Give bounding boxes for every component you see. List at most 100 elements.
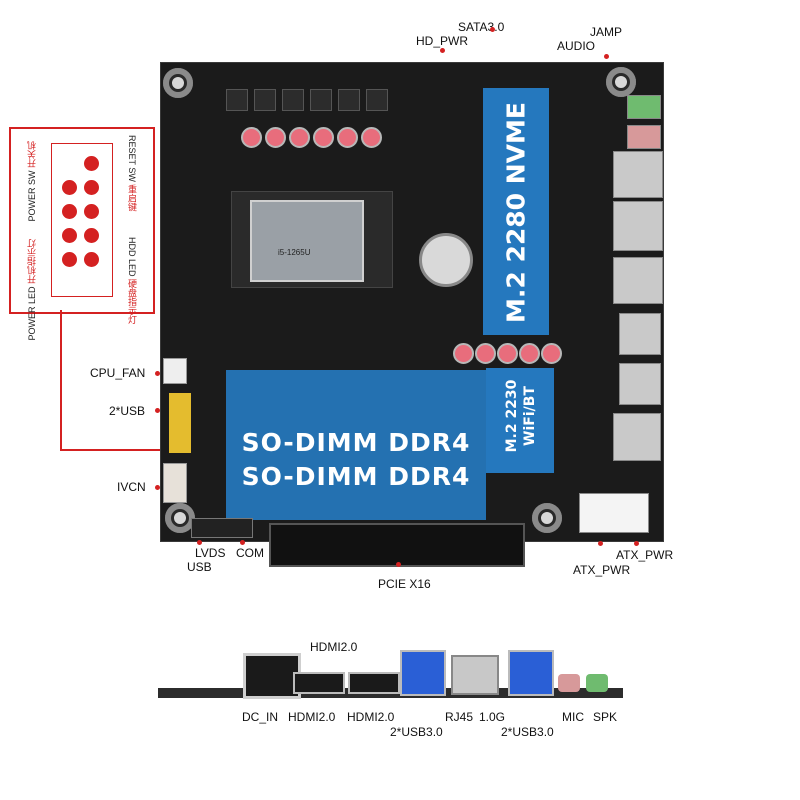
m2-2280-label: M.2 2280 NVME [501,102,531,323]
so-dimm-slots: SO-DIMM DDR4 SO-DIMM DDR4 [226,370,486,520]
panel-leader-v [60,310,62,450]
lvds-usb-com-headers [191,518,253,538]
audio-jack-green [627,95,661,119]
rj45-jack [451,655,499,695]
capacitor [453,343,474,364]
io-rj45-label: RJ45 [445,710,474,724]
leader-dot [634,541,639,546]
hdmi-port-2 [619,363,661,405]
front-panel-pinout: POWER SW 开关机 POWER LED 开机指示灯 RESET SW 重启… [9,127,155,341]
io-hdmi-1-label: HDMI2.0 [288,710,336,724]
power-sw-en: POWER SW [27,170,37,222]
com-label: COM [236,546,264,560]
m2-2230-label-line1: M.2 2230 [504,379,520,453]
leader-dot [197,540,202,545]
usb-label: USB [187,560,212,574]
leader-dot [155,408,160,413]
io-rj45-speed-label: 1.0G [479,710,506,724]
mount-hole-bl [165,503,195,533]
ivcn-label: IVCN [117,480,146,494]
hdmi-jack-1 [293,672,345,694]
io-usb3-b-label: 2*USB3.0 [501,725,554,739]
mount-hole-tl [163,68,193,98]
power-led-cn: 开机指示灯 [27,239,37,284]
capacitor [519,343,540,364]
usb3-port-bottom [613,257,663,304]
io-hdmi-top-label: HDMI2.0 [310,640,358,654]
pin-grid [51,143,113,297]
pcie-label: PCIE X16 [378,577,431,591]
mic-jack [558,674,580,692]
lvds-label: LVDS [195,546,226,560]
audio-jack-pink [627,125,661,149]
capacitor [541,343,562,364]
m2-2230-slot: M.2 2230 WiFi/BT [486,368,554,473]
capacitor [241,127,262,148]
sata-label: SATA3.0 [458,20,505,34]
audio-label: AUDIO [557,39,596,53]
capacitor [475,343,496,364]
usb2-header [169,393,191,453]
rj45-port [613,201,663,251]
dimm-label-2: SO-DIMM DDR4 [241,462,471,491]
capacitor [289,127,310,148]
capacitor [313,127,334,148]
hdmi-port-1 [619,313,661,355]
power-sw-label: POWER SW 开关机 [27,141,37,222]
panel-leader-h [60,449,166,451]
jamp-label: JAMP [590,25,623,39]
usb2-label: 2*USB [109,404,146,418]
reset-sw-en: RESET SW [127,135,137,182]
inductor [366,89,388,111]
capacitor [497,343,518,364]
cpu-fan-header [163,358,187,384]
pin-hdd-2 [84,228,99,243]
pin-reset-2 [84,180,99,195]
atx-pwr-connector [579,493,649,533]
hdd-led-en: HDD LED [127,237,137,277]
inductor [338,89,360,111]
leader-dot [490,27,495,32]
capacitor [265,127,286,148]
m2-2230-label-line2: WiFi/BT [522,386,538,446]
hdd-led-cn: 硬盘指示灯 [127,279,137,325]
usb3-jack-b [508,650,554,696]
pin-pwr-1 [62,180,77,195]
hdmi-jack-2 [348,672,400,694]
mount-hole-br [532,503,562,533]
inductor [254,89,276,111]
pin-hdd-1 [84,204,99,219]
vrm-inductors [226,71,396,127]
usb3-jack-a [400,650,446,696]
usb3-port-top [613,151,663,198]
reset-sw-cn: 重启键 [127,184,137,212]
leader-dot [598,541,603,546]
cpu-die: i5-1265U [250,200,364,282]
pin-reset-1 [84,156,99,171]
capacitor [361,127,382,148]
capacitor [337,127,358,148]
pin-hdd-plus [84,252,99,267]
pin-pled-1 [62,228,77,243]
motherboard: i5-1265U M.2 2280 NVME M.2 2230 WiFi/BT … [160,62,664,567]
cpu-marking: i5-1265U [278,248,311,257]
leader-dot [155,485,160,490]
inductor [226,89,248,111]
io-hdmi-2-label: HDMI2.0 [347,710,395,724]
m2-2280-slot: M.2 2280 NVME [483,88,549,335]
cmos-battery [419,233,473,287]
dc-in-jack [243,653,301,699]
reset-sw-label: RESET SW 重启键 [127,135,137,211]
io-mic-label: MIC [562,710,584,724]
atx-pwr-label-b: ATX_PWR [573,563,631,577]
io-spk-label: SPK [593,710,618,724]
pcie-x16-slot [269,523,525,567]
pin-pled-plus [62,252,77,267]
io-usb3-a-label: 2*USB3.0 [390,725,443,739]
hdd-led-label: HDD LED 硬盘指示灯 [127,237,137,324]
leader-dot [440,48,445,53]
inductor [282,89,304,111]
cpu-fan-label: CPU_FAN [90,366,146,380]
pin-pwr-2 [62,204,77,219]
inductor [310,89,332,111]
